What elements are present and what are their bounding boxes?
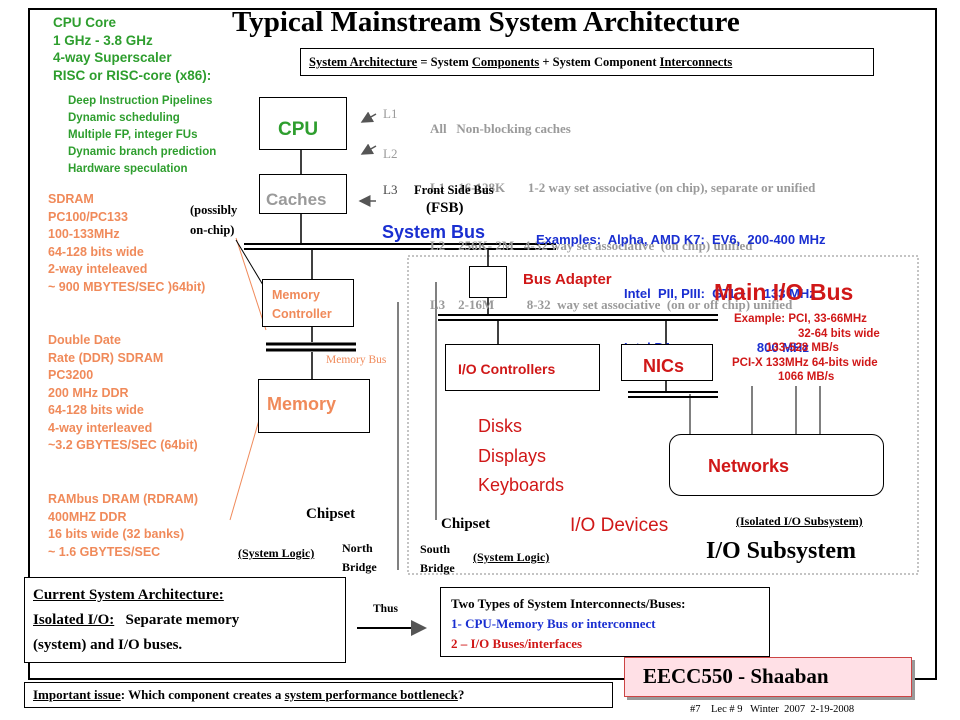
isolated-io-subsystem-label: (Isolated I/O Subsystem) xyxy=(736,514,863,528)
thus-label: Thus xyxy=(373,603,398,615)
io-subsystem-label: I/O Subsystem xyxy=(706,538,857,564)
caches-block: Caches xyxy=(259,174,347,214)
nics-block: NICs xyxy=(621,344,713,381)
io-device-list: Disks Displays Keyboards xyxy=(478,416,565,495)
south-bridge-label: South Bridge xyxy=(420,542,455,575)
south-chipset-label: Chipset xyxy=(441,516,491,532)
main-io-bus-label: Main I/O Bus xyxy=(714,279,854,305)
front-side-bus-label: Front Side Bus xyxy=(414,183,494,197)
io-controllers-block: I/O Controllers xyxy=(445,344,600,391)
page-title: Typical Mainstream System Architecture xyxy=(232,6,740,38)
current-architecture-box: Current System Architecture: Isolated I/… xyxy=(24,577,346,663)
ddr-notes: Double Date Rate (DDR) SDRAM PC3200 200 … xyxy=(48,333,198,452)
equation-lhs: System Architecture xyxy=(309,55,418,69)
networks-block: Networks xyxy=(669,434,884,496)
slide-frame xyxy=(28,8,937,680)
sdram-notes: SDRAM PC100/PC133 100-133MHz 64-128 bits… xyxy=(48,192,206,294)
bus-adapter-block xyxy=(469,266,507,298)
important-issue-box: Important issue: Which component creates… xyxy=(24,682,613,708)
cpu-core-features: Deep Instruction Pipelines Dynamic sched… xyxy=(68,95,217,175)
interconnect-types-box: Two Types of System Interconnects/Buses:… xyxy=(440,587,770,657)
north-chipset-label: Chipset xyxy=(306,506,356,522)
memory-controller-block: Memory Controller xyxy=(262,279,354,327)
south-system-logic-label: (System Logic) xyxy=(473,550,550,564)
architecture-equation: System Architecture = System Components … xyxy=(300,48,874,76)
l1-arrow xyxy=(360,111,377,123)
cpu-core-info: CPU Core 1 GHz - 3.8 GHz 4-way Superscal… xyxy=(53,15,212,83)
memory-bus-label: Memory Bus xyxy=(326,354,387,366)
north-bridge-label: North Bridge xyxy=(342,541,377,574)
cache-levels-info: All Non-blocking caches L1 16-128K 1-2 w… xyxy=(430,121,816,312)
pci-example: Example: PCI, 33-66MHz 32-64 bits wide 1… xyxy=(732,313,880,384)
io-subsystem-dashed-box xyxy=(407,255,919,575)
possibly-on-chip-note: (possibly on-chip) xyxy=(190,203,238,237)
system-bus-label: System Bus xyxy=(382,222,486,242)
course-badge: EECC550 - Shaaban xyxy=(624,657,912,697)
memory-block: Memory xyxy=(258,379,370,433)
l2-label: L2 xyxy=(383,146,398,161)
l2-arrow xyxy=(360,143,377,155)
rdram-notes: RAMbus DRAM (RDRAM) 400MHZ DDR 16 bits w… xyxy=(48,492,198,559)
slide-footer: #7 Lec # 9 Winter 2007 2-19-2008 xyxy=(690,704,855,715)
north-system-logic-label: (System Logic) xyxy=(238,546,315,560)
l1-label: L1 xyxy=(383,106,398,121)
fsb-label: (FSB) xyxy=(426,200,464,216)
cpu-block: CPU xyxy=(259,97,347,150)
bus-adapter-label: Bus Adapter xyxy=(523,271,612,288)
io-devices-label: I/O Devices xyxy=(570,515,669,536)
l3-label: L3 xyxy=(383,182,398,197)
